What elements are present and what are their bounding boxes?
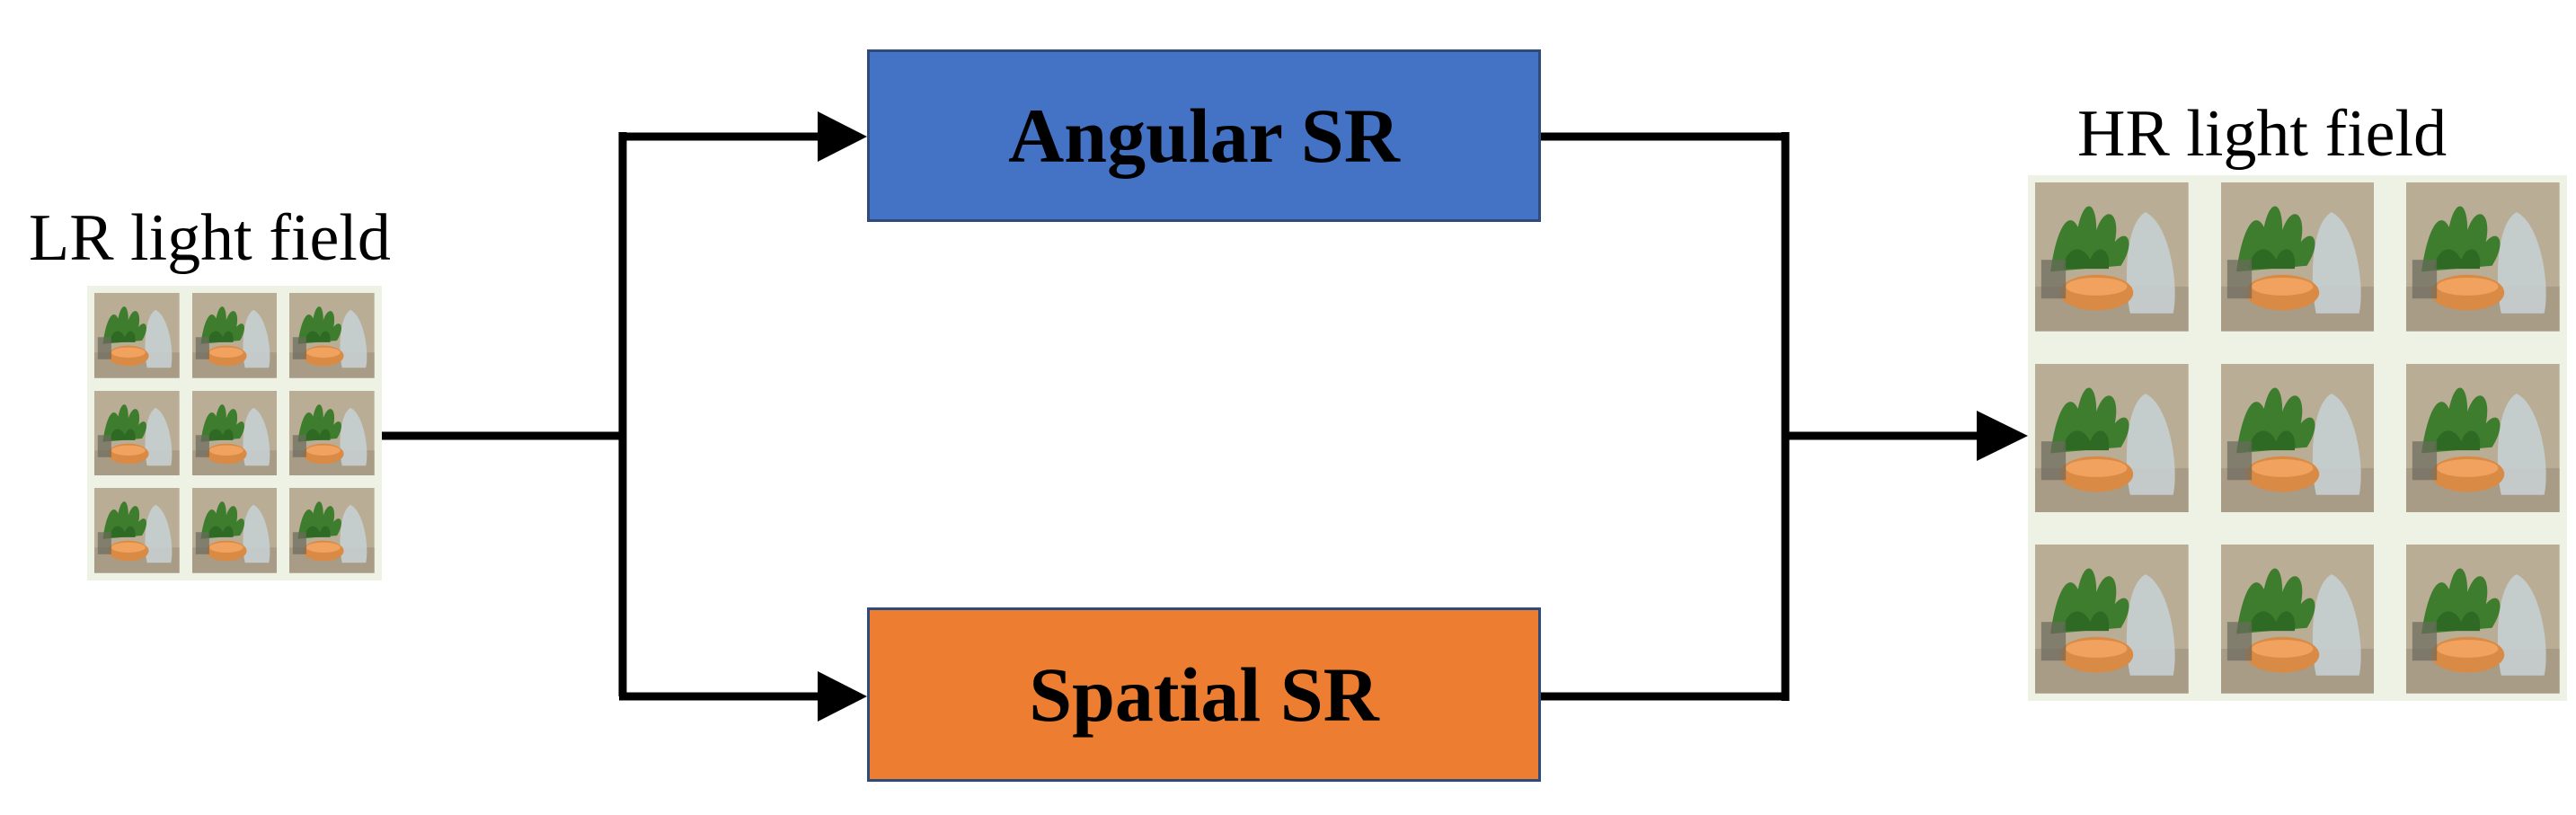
- light-field-view: [2220, 363, 2375, 513]
- light-field-view: [2220, 182, 2375, 332]
- angular-sr-label: Angular SR: [1008, 93, 1400, 179]
- light-field-view: [191, 390, 278, 476]
- hr-light-field-label: HR light field: [2077, 97, 2448, 171]
- arrowhead-spatial: [818, 671, 867, 722]
- spatial-sr-block: Spatial SR: [867, 607, 1541, 782]
- light-field-view: [2035, 182, 2189, 332]
- light-field-view: [94, 293, 180, 378]
- arrowhead-angular: [818, 111, 867, 162]
- light-field-view: [94, 488, 180, 573]
- spatial-sr-label: Spatial SR: [1029, 651, 1379, 738]
- lr-light-field-grid: [87, 286, 382, 580]
- arrowhead-output: [1977, 411, 2028, 461]
- light-field-view: [2406, 363, 2560, 513]
- light-field-view: [2220, 545, 2375, 694]
- light-field-view: [289, 293, 375, 378]
- lr-light-field-label: LR light field: [29, 201, 391, 275]
- light-field-view: [2035, 545, 2189, 694]
- light-field-view: [2406, 182, 2560, 332]
- angular-sr-block: Angular SR: [867, 49, 1541, 222]
- light-field-view: [94, 390, 180, 476]
- hr-light-field-grid: [2028, 175, 2567, 701]
- light-field-view: [2406, 545, 2560, 694]
- light-field-view: [289, 488, 375, 573]
- light-field-view: [191, 293, 278, 378]
- light-field-view: [289, 390, 375, 476]
- light-field-view: [191, 488, 278, 573]
- light-field-view: [2035, 363, 2189, 513]
